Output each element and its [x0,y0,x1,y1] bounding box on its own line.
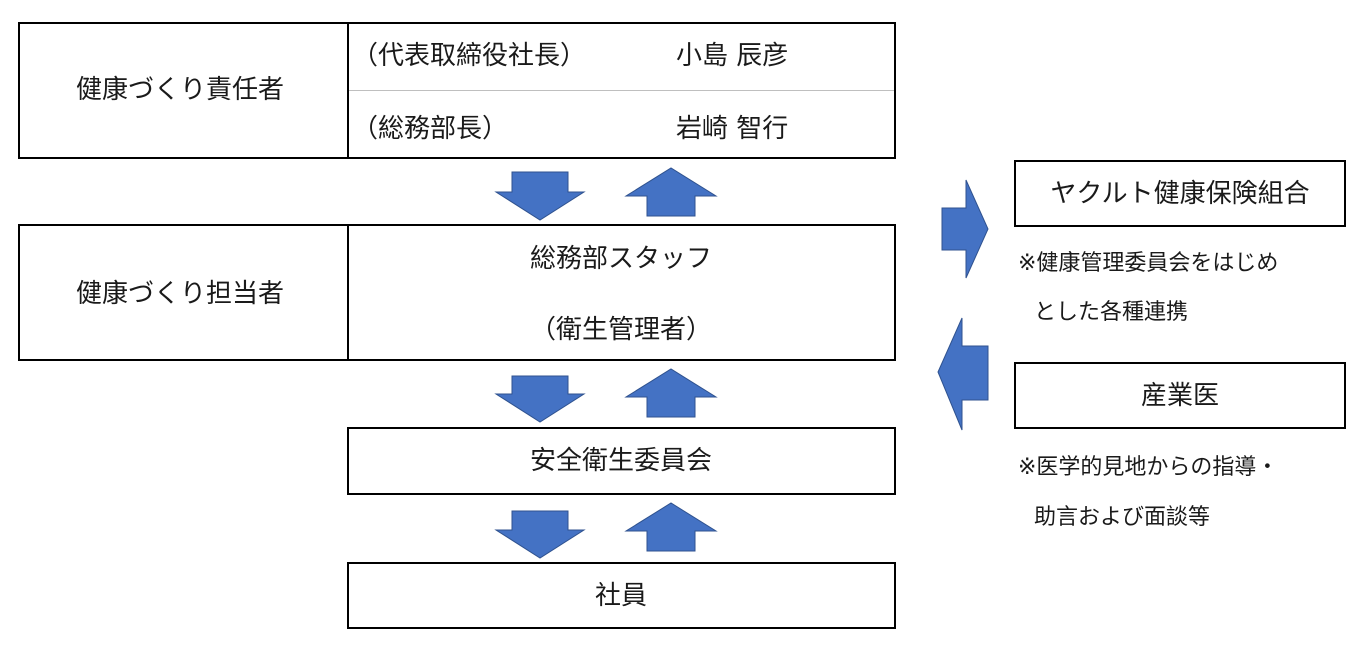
doctor-note-line-1: ※医学的見地からの指導・ [1018,455,1279,480]
responsible-divider [347,22,349,159]
left-arrow-doctor [937,317,989,431]
staff-line-2: （衛生管理者） [529,315,713,345]
employees-box [347,562,896,629]
doctor-label: 産業医 [1140,381,1220,411]
up-arrow-3 [624,502,718,552]
insurance-label: ヤクルト健康保険組合 [1050,179,1310,209]
down-arrow-3 [494,510,586,559]
insurance-note-line-1: ※健康管理委員会をはじめ [1018,251,1279,276]
right-arrow-insurance [941,179,989,279]
responsible-row-separator [349,90,894,91]
staff-line-1: 総務部スタッフ [529,244,713,274]
doctor-box [1014,362,1346,429]
staff-label: 健康づくり担当者 [76,279,285,309]
down-arrow-1 [494,171,586,221]
insurance-box [1014,160,1346,227]
employees-label: 社員 [594,581,648,611]
down-arrow-2 [494,375,586,423]
up-arrow-2 [624,368,718,418]
responsible-label: 健康づくり責任者 [76,75,285,105]
insurance-note-line-2: とした各種連携 [1034,300,1189,325]
responsible-title-2: （総務部長） [352,114,509,144]
doctor-note-line-2: 助言および面談等 [1034,505,1211,530]
responsible-name-2: 岩崎 智行 [676,114,789,144]
staff-box [18,224,896,361]
responsible-title-1: （代表取締役社長） [352,41,587,71]
responsible-name-1: 小島 辰彦 [676,41,789,71]
committee-box [347,427,896,495]
committee-label: 安全衛生委員会 [529,446,713,476]
staff-divider [347,224,349,361]
up-arrow-1 [624,167,718,217]
